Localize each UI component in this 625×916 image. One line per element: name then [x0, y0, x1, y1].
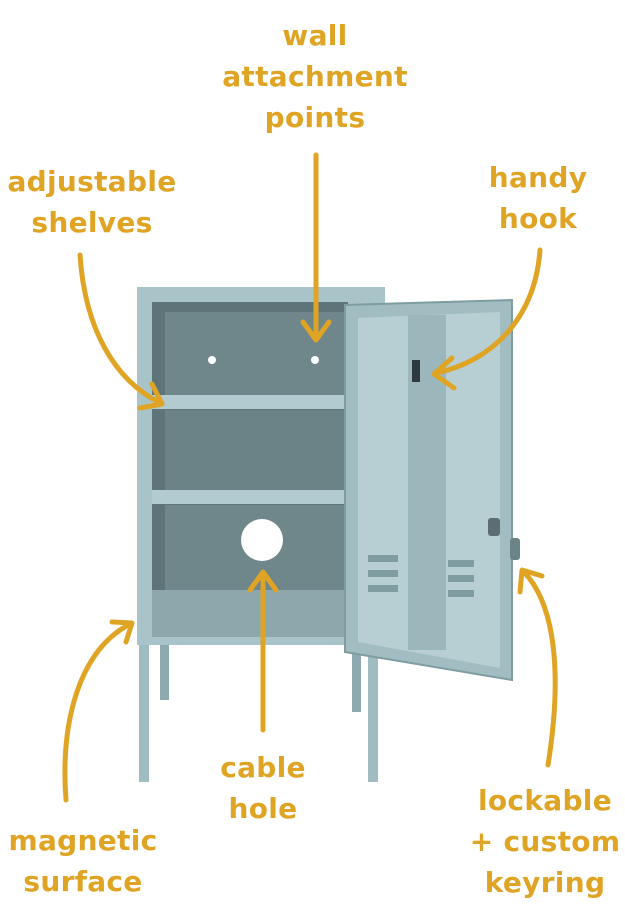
label-line: + custom	[469, 825, 621, 858]
shelves-arrow	[77, 252, 165, 411]
label-adjustable-shelves: adjustable shelves	[0, 161, 192, 243]
label-cable-hole: cable hole	[193, 747, 333, 829]
label-wall-attachment-points: wall attachment points	[205, 15, 425, 138]
label-line: points	[264, 101, 366, 134]
label-line: wall	[282, 19, 348, 52]
label-line: lockable	[478, 784, 612, 817]
label-line: keyring	[484, 866, 606, 899]
label-line: attachment	[222, 60, 408, 93]
label-line: magnetic	[8, 824, 158, 857]
label-line: hole	[228, 792, 298, 825]
label-lockable-keyring: lockable + custom keyring	[455, 780, 625, 903]
label-line: handy	[488, 161, 588, 194]
magnetic-arrow	[62, 619, 135, 803]
lockable-arrow	[517, 567, 558, 768]
label-magnetic-surface: magnetic surface	[0, 820, 173, 902]
shelf	[152, 395, 348, 409]
label-line: surface	[23, 865, 143, 898]
keyring	[510, 538, 520, 560]
leg	[160, 640, 169, 700]
leg	[139, 640, 149, 782]
leg	[368, 640, 378, 782]
locker	[137, 287, 520, 782]
label-line: shelves	[31, 206, 153, 239]
label-line: cable	[220, 751, 306, 784]
label-line: adjustable	[7, 165, 177, 198]
wall-attachment-hole	[311, 356, 319, 364]
lock	[488, 518, 500, 536]
door-vents	[368, 555, 474, 597]
leg	[352, 640, 361, 712]
shelf	[152, 490, 348, 504]
cable-arrow	[247, 569, 279, 733]
hook-arrow	[431, 247, 543, 391]
label-line: hook	[498, 202, 578, 235]
label-handy-hook: handy hook	[468, 157, 608, 239]
wall-arrow	[300, 152, 332, 343]
cable-hole	[241, 519, 283, 561]
hook	[412, 360, 420, 382]
wall-attachment-hole	[208, 356, 216, 364]
